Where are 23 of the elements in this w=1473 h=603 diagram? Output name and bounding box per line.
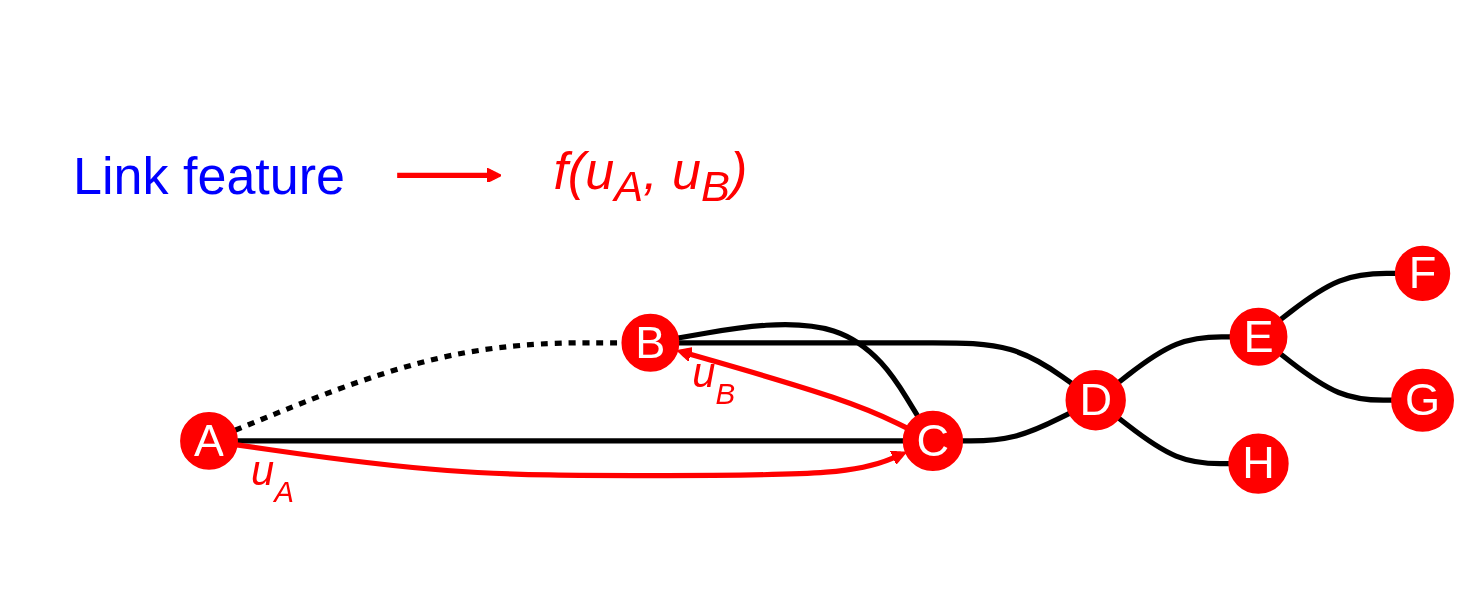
node-annotation: u$_{B}$	[691, 349, 735, 410]
node-circle: D	[1065, 370, 1126, 431]
arrow	[676, 347, 908, 431]
connector	[1278, 352, 1392, 403]
connector	[236, 438, 904, 444]
connector	[1116, 334, 1230, 385]
arrow	[235, 442, 907, 479]
arrow	[396, 167, 502, 184]
node-circle: A	[179, 411, 238, 470]
node-text: Link feature	[72, 146, 345, 205]
node-circle: H	[1227, 433, 1289, 494]
node-text: f(u$_{A}$, u$_{B}$)	[552, 141, 747, 210]
node-circle: F	[1394, 245, 1450, 302]
node-circle: B	[620, 313, 679, 372]
connector	[1278, 270, 1396, 322]
connector	[1116, 416, 1229, 467]
node-circle: E	[1229, 307, 1287, 366]
connector	[961, 411, 1071, 444]
connector	[677, 340, 1073, 386]
node-circle: G	[1390, 368, 1454, 432]
node-circle: C	[902, 410, 963, 472]
connector	[677, 322, 920, 418]
node-annotation: u$_{A}$	[250, 447, 294, 508]
